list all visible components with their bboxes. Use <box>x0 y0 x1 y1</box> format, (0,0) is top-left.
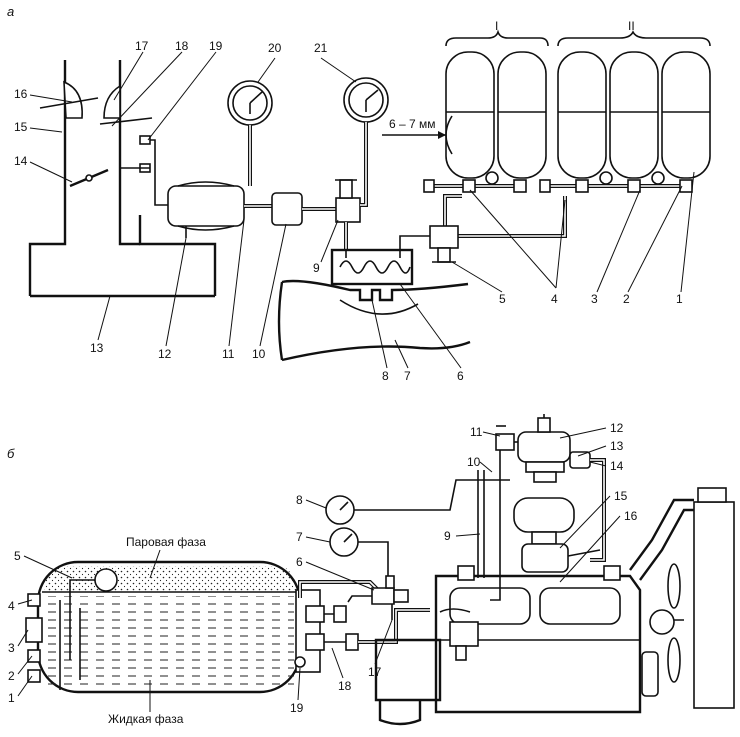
b-label-7: 7 <box>296 530 303 544</box>
a-label-18: 18 <box>175 39 189 53</box>
tank-fittings <box>25 593 43 683</box>
a-label-1: 1 <box>676 292 683 306</box>
b-label-16: 16 <box>624 509 638 523</box>
a-label-3: 3 <box>591 292 598 306</box>
b-label-6: 6 <box>296 555 303 569</box>
pressure-gauge-21 <box>343 77 389 207</box>
air-damper-17 <box>99 84 153 125</box>
cylinder-manifold <box>423 179 693 193</box>
a-label-8: 8 <box>382 369 389 383</box>
panel-a: а <box>7 4 711 383</box>
a-label-2: 2 <box>623 292 630 306</box>
a-label-12: 12 <box>158 347 172 361</box>
panel-a-letter: а <box>7 4 14 19</box>
dimension-text: 6 – 7 мм <box>389 117 436 131</box>
cylinder-group-II: II <box>557 19 711 185</box>
a-label-4: 4 <box>551 292 558 306</box>
panel-b: б Паровая фаза Жидкая фаза <box>7 414 735 726</box>
gas-tank: Паровая фаза Жидкая фаза <box>36 535 302 726</box>
evaporator-coil <box>330 235 430 286</box>
panel-b-letter: б <box>7 446 15 461</box>
a-label-16: 16 <box>14 87 28 101</box>
b-label-18: 18 <box>338 679 352 693</box>
b-label-8: 8 <box>296 493 303 507</box>
pressure-gauge-20 <box>227 80 273 186</box>
exhaust-pipe <box>277 279 471 362</box>
a-label-19: 19 <box>209 39 223 53</box>
b-label-1: 1 <box>8 691 15 705</box>
b-label-9: 9 <box>444 529 451 543</box>
b-label-5: 5 <box>14 549 21 563</box>
gas-reducer <box>167 181 245 238</box>
a-label-13: 13 <box>90 341 104 355</box>
air-damper-16 <box>39 80 99 119</box>
panel-b-leaders <box>17 427 621 701</box>
reducer-assembly <box>490 414 606 601</box>
a-label-9: 9 <box>313 261 320 275</box>
liquid-phase-label: Жидкая фаза <box>108 712 184 726</box>
cylinder-group-I: I <box>445 19 549 185</box>
panel-b-labels: 1 2 3 4 5 6 7 8 9 10 11 12 13 14 15 16 1… <box>8 421 638 715</box>
solenoid-valve <box>347 575 409 620</box>
tank-valves <box>294 589 359 673</box>
radiator <box>629 487 735 709</box>
b-label-4: 4 <box>8 599 15 613</box>
a-label-21: 21 <box>314 41 328 55</box>
a-label-20: 20 <box>268 41 282 55</box>
a-label-17: 17 <box>135 39 149 53</box>
a-label-5: 5 <box>499 292 506 306</box>
b-label-12: 12 <box>610 421 624 435</box>
b-label-10: 10 <box>467 455 481 469</box>
gauge-7 <box>329 527 389 576</box>
b-label-2: 2 <box>8 669 15 683</box>
vapor-phase-label: Паровая фаза <box>126 535 206 549</box>
dimension-mark: 6 – 7 мм <box>382 115 453 155</box>
panel-a-labels: 1 2 3 4 5 6 7 8 9 10 11 12 13 14 15 16 1… <box>14 39 683 383</box>
engine-block <box>374 565 642 726</box>
a-label-6: 6 <box>457 369 464 383</box>
gauge-8 <box>325 479 510 525</box>
b-label-13: 13 <box>610 439 624 453</box>
a-label-15: 15 <box>14 120 28 134</box>
panel-a-leaders <box>29 51 695 369</box>
b-label-17: 17 <box>368 665 382 679</box>
group-label-I: I <box>495 19 498 33</box>
valve-5 <box>429 225 459 263</box>
throttle-valve <box>69 168 109 188</box>
a-label-14: 14 <box>14 154 28 168</box>
mixer-assembly <box>513 497 601 573</box>
b-label-11: 11 <box>470 425 483 439</box>
b-label-3: 3 <box>8 641 15 655</box>
gas-filter <box>271 192 303 226</box>
b-label-15: 15 <box>614 489 628 503</box>
main-valve-9 <box>335 179 361 250</box>
intake-manifold <box>28 60 217 298</box>
a-label-10: 10 <box>252 347 266 361</box>
group-label-II: II <box>628 19 635 33</box>
b-label-14: 14 <box>610 459 624 473</box>
b-label-19: 19 <box>290 701 304 715</box>
a-label-7: 7 <box>404 369 411 383</box>
a-label-11: 11 <box>222 347 235 361</box>
